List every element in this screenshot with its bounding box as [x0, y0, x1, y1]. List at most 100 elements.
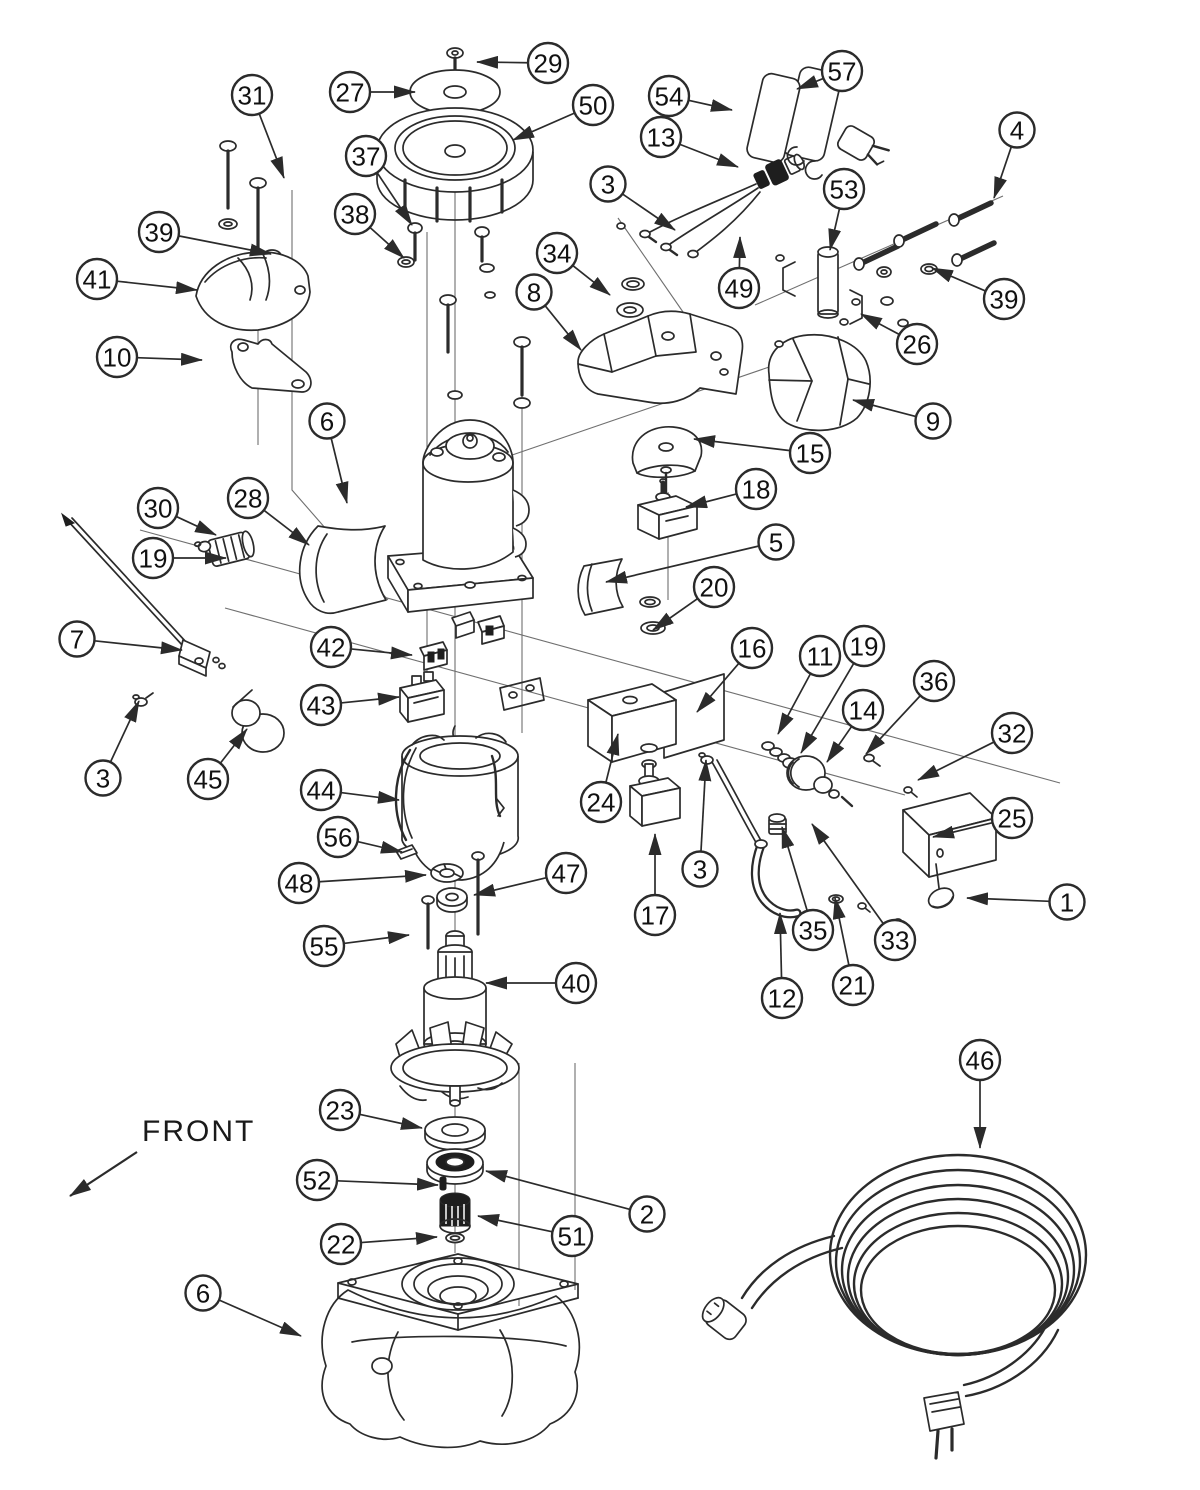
- callout-number: 9: [926, 406, 940, 436]
- callout-balloon: [982, 277, 1026, 321]
- callout-1: 1: [966, 883, 1086, 921]
- part-box-25: [902, 792, 997, 889]
- callout-balloon: [681, 850, 719, 888]
- part-band-28: [298, 525, 387, 615]
- callout-leader: [477, 1214, 553, 1233]
- callout-number: 56: [324, 822, 353, 852]
- callout-3: 3: [681, 759, 719, 888]
- callout-balloon: [186, 757, 230, 801]
- callout-44: 44: [299, 768, 400, 812]
- callout-balloon: [230, 73, 274, 117]
- callout-23: 23: [318, 1088, 423, 1132]
- callout-leader: [679, 143, 739, 168]
- callout-3: 3: [84, 700, 140, 797]
- callout-balloon: [84, 759, 122, 797]
- part-plug-head: [836, 125, 890, 166]
- callout-leader: [343, 931, 410, 945]
- callout-leader: [473, 876, 547, 897]
- callout-balloon: [958, 1038, 1002, 1082]
- front-indicator: FRONT: [69, 1115, 253, 1197]
- part-armature-40: [390, 930, 520, 1107]
- callout-leader: [136, 352, 203, 366]
- callout-number: 37: [352, 141, 381, 171]
- callout-number: 12: [768, 983, 797, 1013]
- part-washer-47: [436, 887, 468, 913]
- callout-number: 17: [641, 900, 670, 930]
- callout-balloon: [550, 1214, 594, 1258]
- callout-number: 51: [558, 1221, 587, 1251]
- callout-number: 21: [839, 970, 868, 1000]
- callout-number: 11: [807, 641, 834, 671]
- part-pin-52: [439, 1176, 447, 1191]
- callout-number: 3: [96, 763, 110, 793]
- part-baffle-5: [577, 558, 624, 616]
- callout-56: 56: [316, 815, 403, 859]
- part-cover-9: [767, 333, 871, 432]
- callout-balloon: [184, 1274, 222, 1312]
- part-float-switch-17: [629, 743, 681, 827]
- callout-number: 23: [326, 1095, 355, 1125]
- callout-number: 5: [769, 527, 783, 557]
- part-washer-23: [424, 1116, 486, 1151]
- part-brush-cap-19: [193, 530, 255, 567]
- callout-number: 13: [647, 122, 676, 152]
- callout-balloon: [318, 1088, 362, 1132]
- part-screws-55: [421, 851, 485, 950]
- callout-number: 57: [828, 56, 857, 86]
- callout-39: 39: [931, 267, 1026, 321]
- callout-16: 16: [696, 626, 774, 713]
- callout-leader: [652, 597, 699, 631]
- callout-number: 38: [341, 199, 370, 229]
- callout-number: 6: [196, 1278, 210, 1308]
- part-switch-18: [637, 478, 698, 540]
- callout-number: 15: [796, 438, 825, 468]
- callout-53: 53: [822, 167, 866, 251]
- callout-balloon: [131, 536, 175, 580]
- part-gear-51: [439, 1192, 471, 1234]
- callout-balloon: [526, 41, 570, 85]
- callout-17: 17: [633, 833, 677, 937]
- callout-leader: [932, 821, 993, 839]
- part-connector-13: [753, 146, 823, 189]
- callout-14: 14: [826, 688, 885, 763]
- callout-7: 7: [58, 620, 183, 658]
- callout-number: 49: [725, 273, 754, 303]
- callout-5: 5: [605, 523, 795, 584]
- callout-balloon: [299, 768, 343, 812]
- callout-balloon: [319, 1222, 363, 1266]
- callout-35: 35: [781, 826, 835, 952]
- part-plug-button-1: [927, 887, 955, 909]
- callout-leader: [685, 493, 737, 509]
- callout-number: 31: [238, 80, 267, 110]
- part-power-cord-46: [701, 1153, 1088, 1460]
- callout-34: 34: [535, 231, 611, 296]
- callout-balloon: [788, 431, 832, 475]
- callout-balloon: [757, 523, 795, 561]
- callout-leader: [852, 399, 917, 418]
- callout-balloon: [299, 683, 343, 727]
- callout-36: 36: [865, 659, 956, 755]
- callout-9: 9: [852, 399, 952, 440]
- part-clamp-15: [631, 426, 703, 494]
- callout-15: 15: [693, 431, 832, 475]
- callout-number: 10: [103, 342, 132, 372]
- callout-number: 48: [285, 868, 314, 898]
- callout-balloon: [990, 796, 1034, 840]
- callout-number: 54: [655, 81, 684, 111]
- callout-6: 6: [184, 1274, 302, 1337]
- callout-leader: [218, 1299, 302, 1337]
- part-bearing-2: [426, 1148, 484, 1185]
- part-motor-cover-41: [195, 251, 311, 332]
- callout-38: 38: [333, 192, 405, 259]
- callout-number: 3: [693, 854, 707, 884]
- callout-balloon: [990, 711, 1034, 755]
- part-screws-31: [218, 140, 282, 263]
- callout-number: 53: [830, 174, 859, 204]
- callout-leader: [993, 146, 1013, 199]
- callout-leader: [485, 1170, 631, 1211]
- callout-balloon: [734, 467, 778, 511]
- callout-leader: [698, 759, 712, 852]
- callout-number: 44: [307, 775, 336, 805]
- callout-leader: [828, 208, 842, 251]
